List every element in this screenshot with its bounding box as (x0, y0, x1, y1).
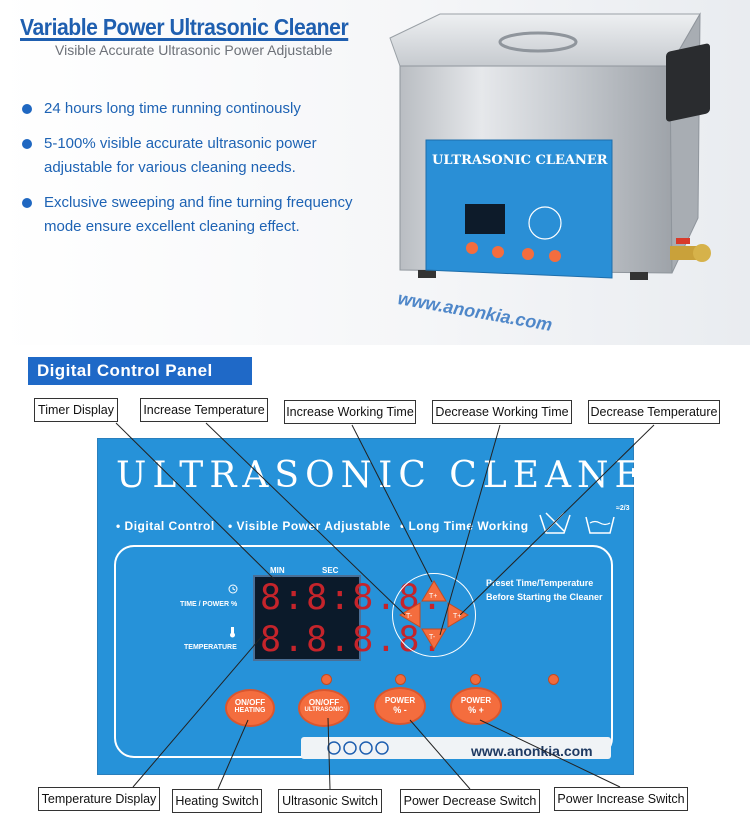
callout-heating-switch: Heating Switch (172, 789, 262, 813)
button-label: POWER (384, 696, 416, 705)
callout-power-increase-switch: Power Increase Switch (554, 787, 688, 811)
feature-text: 5-100% visible accurate ultrasonic power… (44, 135, 317, 176)
arrow-up-label: T+ (429, 593, 437, 600)
button-label: POWER (460, 696, 492, 705)
power-increase-button[interactable]: POWER % + (450, 687, 502, 725)
preset-line-2: Before Starting the Cleaner (486, 592, 603, 602)
product-image: ULTRASONIC CLEANER (389, 12, 711, 280)
bullet-dot-icon (22, 198, 32, 208)
section-label: Digital Control Panel (28, 357, 252, 385)
callout-decrease-temperature: Decrease Temperature (588, 400, 720, 424)
feature-text: 24 hours long time running continously (44, 100, 301, 117)
feature-item: 24 hours long time running continously (20, 97, 380, 121)
button-sublabel: % - (393, 705, 407, 715)
arrow-buttons: T+ T- T+ T- (399, 580, 469, 650)
button-sublabel: % + (468, 705, 484, 715)
panel-title: ULTRASONIC CLEANER (116, 455, 680, 496)
feature-text: Exclusive sweeping and fine turning freq… (44, 194, 353, 235)
button-label: ON/OFF (308, 698, 340, 707)
heating-switch-button[interactable]: ON/OFF HEATING (225, 689, 275, 727)
digital-control-panel: ULTRASONIC CLEANER • Digital Control • V… (97, 438, 674, 775)
indicator-led (321, 674, 332, 685)
bullet-dot-icon (22, 139, 32, 149)
power-decrease-button[interactable]: POWER % - (374, 687, 426, 725)
feature-item: Exclusive sweeping and fine turning freq… (20, 191, 380, 239)
page-title: Variable Power Ultrasonic Cleaner (20, 14, 349, 40)
callout-ultrasonic-switch: Ultrasonic Switch (278, 789, 382, 813)
panel-url: www.anonkia.com (471, 743, 593, 759)
thermometer-icon (230, 627, 235, 638)
indicator-led (548, 674, 559, 685)
page-subtitle: Visible Accurate Ultrasonic Power Adjust… (55, 42, 333, 58)
temperature-label: TEMPERATURE (184, 644, 237, 651)
callout-increase-temperature: Increase Temperature (140, 398, 268, 422)
min-label: MIN (270, 566, 285, 575)
callout-power-decrease-switch: Power Decrease Switch (400, 789, 540, 813)
callout-timer-display: Timer Display (34, 398, 118, 422)
panel-feature-digital: • Digital Control (116, 519, 215, 533)
button-label: ON/OFF (234, 698, 266, 707)
panel-feature-long-time: • Long Time Working (400, 519, 529, 533)
certification-icons (327, 741, 389, 755)
svg-text:ULTRASONIC CLEANER: ULTRASONIC CLEANER (432, 153, 608, 168)
arrow-right-label: T+ (453, 613, 461, 620)
arrow-down-label: T- (429, 634, 436, 641)
bullet-dot-icon (22, 104, 32, 114)
arrow-left-label: T- (406, 613, 413, 620)
preset-line-1: Preset Time/Temperature (486, 578, 594, 588)
button-sublabel: ULTRASONIC (304, 707, 344, 713)
led-display: 8:8:8.8. 8.8.8.8. (253, 575, 443, 661)
button-sublabel: HEATING (234, 707, 266, 714)
callout-decrease-working-time: Decrease Working Time (432, 400, 572, 424)
callout-increase-working-time: Increase Working Time (284, 400, 416, 424)
sec-label: SEC (322, 566, 339, 575)
time-power-label: TIME / POWER % (180, 601, 238, 608)
feature-item: 5-100% visible accurate ultrasonic power… (20, 132, 380, 180)
wash-icon (539, 512, 615, 534)
arrow-left-button[interactable] (399, 602, 421, 628)
product-banner: Variable Power Ultrasonic Cleaner Visibl… (0, 0, 750, 345)
feature-list: 24 hours long time running continously 5… (20, 97, 380, 250)
indicator-led (395, 674, 406, 685)
level-mark: ≈2/3 (616, 505, 630, 512)
ultrasonic-switch-button[interactable]: ON/OFF ULTRASONIC (298, 689, 350, 727)
indicator-led (470, 674, 481, 685)
clock-icon (228, 584, 238, 594)
panel-feature-power: • Visible Power Adjustable (228, 519, 391, 533)
callout-temperature-display: Temperature Display (38, 787, 160, 811)
